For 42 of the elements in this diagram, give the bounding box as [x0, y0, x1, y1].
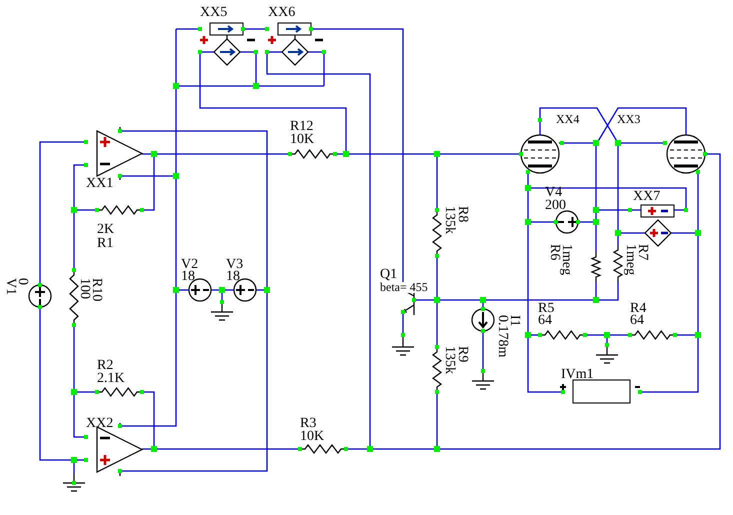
- component-value: 64: [538, 314, 552, 327]
- component-label: R12: [290, 120, 314, 133]
- component-label: IVm1: [561, 368, 594, 381]
- component-value: 1meg: [560, 244, 573, 276]
- component-label: XX7: [633, 190, 660, 203]
- component-value: 2.1K: [97, 372, 125, 385]
- component-label: I1: [508, 315, 521, 327]
- component-label: R5: [538, 302, 554, 315]
- component-value: 100: [78, 278, 91, 299]
- component-value: beta= 455: [380, 282, 428, 293]
- component-value: 200: [545, 199, 566, 212]
- component-label: XX5: [200, 6, 228, 19]
- component-label: V3: [226, 258, 244, 271]
- component-label: V2: [181, 258, 198, 271]
- component-label: Q1: [380, 268, 398, 281]
- component-value: 10K: [300, 430, 324, 443]
- component-label: R6: [548, 244, 561, 260]
- component-label: XX6: [268, 6, 296, 19]
- component-value: 135k: [443, 206, 456, 234]
- component-label: XX2: [86, 417, 114, 430]
- component-label: R1: [97, 237, 114, 250]
- component-label: R8: [456, 206, 469, 222]
- component-value: 135k: [443, 346, 456, 374]
- component-label: V1: [4, 278, 17, 296]
- component-value: 18: [226, 270, 240, 283]
- component-value: 2K: [97, 223, 114, 236]
- component-value: 1meg: [624, 244, 637, 276]
- component-label: XX3: [617, 114, 640, 125]
- component-label: R2: [97, 359, 114, 372]
- component-label: R4: [630, 302, 646, 315]
- component-label: R9: [456, 346, 469, 362]
- component-label: XX4: [556, 114, 580, 125]
- component-value: 10K: [290, 133, 314, 146]
- component-label: R3: [300, 417, 316, 430]
- component-value: 0: [16, 278, 29, 285]
- component-value: 18: [181, 270, 195, 283]
- component-label: XX1: [86, 177, 114, 190]
- component-label: V4: [545, 186, 562, 199]
- component-value: 0.178m: [496, 315, 509, 358]
- component-label: R10: [90, 278, 103, 302]
- component-label: R7: [636, 244, 649, 260]
- component-value: 64: [630, 314, 644, 327]
